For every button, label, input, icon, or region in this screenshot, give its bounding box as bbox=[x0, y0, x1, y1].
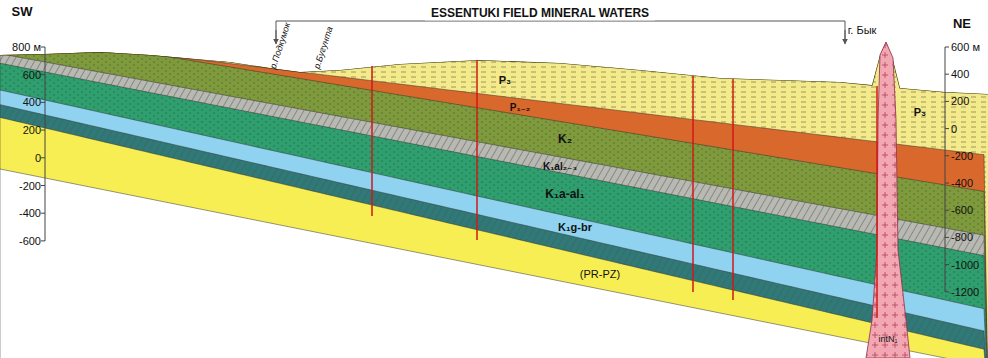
elevation-label: -200 bbox=[951, 150, 973, 162]
rock-layer bbox=[0, 105, 988, 358]
layer-texture bbox=[0, 105, 988, 358]
rock-layer bbox=[0, 63, 988, 358]
borehole bbox=[876, 86, 878, 318]
place-name: г. Бык bbox=[848, 24, 877, 36]
rock-layer bbox=[0, 169, 988, 358]
elevation-label: 400 bbox=[23, 96, 41, 108]
layer-label: intN₁ bbox=[878, 335, 897, 345]
elevation-label: -400 bbox=[19, 207, 41, 219]
layer-label: P₁₋₂ bbox=[510, 102, 531, 113]
elevation-label: 200 bbox=[23, 124, 41, 136]
layer-label: K₂ bbox=[558, 133, 572, 146]
borehole bbox=[371, 66, 373, 216]
direction-label: SW bbox=[12, 5, 33, 19]
rock-layer bbox=[0, 29, 988, 358]
borehole bbox=[476, 60, 478, 240]
borehole bbox=[692, 76, 694, 292]
layer-texture bbox=[0, 63, 988, 358]
elevation-label: 0 bbox=[35, 152, 41, 164]
rock-layer bbox=[0, 54, 988, 358]
place-name: р.Подкумок bbox=[269, 22, 293, 71]
layer-label: K₁g-br bbox=[558, 221, 592, 233]
elevation-label: -600 bbox=[19, 235, 41, 247]
direction-label: NE bbox=[953, 17, 971, 31]
layer-label: P₃ bbox=[499, 74, 511, 86]
layer-label: K₁a-al₁ bbox=[545, 188, 584, 201]
elevation-label: -1200 bbox=[951, 286, 979, 298]
elevation-label: 200 bbox=[951, 95, 969, 107]
rock-layer bbox=[0, 117, 988, 358]
elevation-label: 800 м bbox=[12, 41, 41, 53]
place-name: р.Бугунта bbox=[313, 26, 336, 71]
elevation-label: -1000 bbox=[951, 259, 979, 271]
diagram-title: ESSENTUKI FIELD MINERAL WATERS bbox=[425, 7, 655, 20]
elevation-label: -400 bbox=[951, 177, 973, 189]
layer-texture bbox=[0, 54, 988, 358]
rock-layer bbox=[0, 90, 988, 358]
borehole bbox=[732, 79, 734, 300]
layer-label: (PR-PZ) bbox=[580, 268, 620, 280]
elevation-label: -200 bbox=[19, 179, 41, 191]
intrusion-body bbox=[866, 42, 910, 358]
layer-label: K₁al₂₋₃ bbox=[543, 161, 577, 172]
layer-label: P₃ bbox=[914, 106, 926, 118]
elevation-label: 600 м bbox=[951, 41, 980, 53]
elevation-label: 0 bbox=[951, 123, 957, 135]
elevation-label: -800 bbox=[951, 231, 973, 243]
elevation-label: 600 bbox=[23, 69, 41, 81]
layer-texture bbox=[0, 29, 988, 358]
elevation-label: 400 bbox=[951, 68, 969, 80]
elevation-label: -600 bbox=[951, 204, 973, 216]
